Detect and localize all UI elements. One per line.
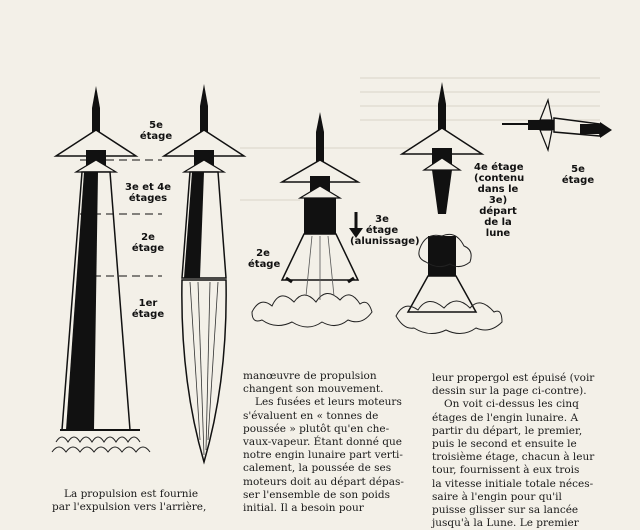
col3-line: puisse glisser sur sa lancée [432,504,579,517]
label-r3-stage2: 2e étage [248,248,281,270]
text-column-3: leur propergol est épuisé (voir dessin s… [432,372,610,530]
text-column-2: manœuvre de propulsion changent son mouv… [243,370,419,515]
label-r4-line2: (contenu [474,173,525,184]
label-stage2-num: 2e [141,232,155,243]
label-r4: 4e étage (contenu dans le 3e) départ de … [474,162,525,239]
label-r4-line5: départ [479,206,517,217]
label-r4-line6: de la [484,217,512,228]
col2-line: calement, la poussée de ses [243,462,392,475]
rocket-full [51,86,162,453]
label-r5-stage-num: 5e [571,164,585,175]
col3-line: On voit ci-dessus les cinq [444,398,579,411]
label-r3-stage2-num: 2e [256,248,270,259]
label-stage1-num: 1er [138,298,158,309]
col3-line: saire à l'engin pour qu'il [432,490,562,503]
col2-line: changent son mouvement. [243,383,384,396]
col2-line: poussée » plutôt qu'en che- [243,422,390,435]
label-r3-stage3-note: (alunissage) [350,236,420,247]
label-r3-stage3-num: 3e [375,214,389,225]
col3-line: dessin sur la page ci-contre). [432,385,587,398]
label-r3-stage3-word: étage [365,225,399,236]
label-stage5: 5e étage [136,120,176,142]
label-stage34-word: étages [128,193,168,204]
col3-line: la vitesse initiale totale néces- [432,477,594,490]
label-r4-line4: 3e) [488,195,508,206]
descent-arrow [349,212,363,238]
label-r4-line1: 4e étage [474,162,524,173]
col3-line: troisième étage, chacun à leur [432,451,595,464]
col2-line: initial. Il a besoin pour [243,502,364,515]
col2-line: notre engin lunaire part verti- [243,449,403,462]
bleed-through-text [240,77,600,201]
book-page: 5e étage 3e et 4e étages 2e étage 1er ét… [51,77,612,529]
label-r5-stage-word: étage [561,175,595,186]
rocket-exhaust [161,84,247,465]
label-r5-stage: 5e étage [560,164,596,186]
label-r3-stage3: 3e étage (alunissage) [350,214,420,247]
label-r4-line7: lune [485,228,511,239]
col3-line: jusqu'à la Lune. Le premier [432,517,579,530]
col3-line: leur propergol est épuisé (voir [432,372,595,384]
label-stage5-word: étage [139,131,173,142]
label-stage2: 2e étage [128,232,168,254]
col2-line: ser l'ensemble de son poids [243,488,390,501]
col2-line: Les fusées et leurs moteurs [255,396,402,409]
label-stage34: 3e et 4e étages [118,182,178,204]
col2-line: vaux-vapeur. Étant donné que [243,436,402,449]
rocket-stages-illustration [51,77,612,465]
label-stage1: 1er étage [128,298,168,320]
rocket-horizontal [502,97,612,153]
label-stage2-word: étage [131,243,165,254]
rocket-departure [395,82,503,334]
col1-line: La propulsion est fournie [64,488,199,500]
col2-line: manœuvre de propulsion [243,370,377,382]
label-stage5-num: 5e [149,120,163,131]
col2-line: s'évaluent en « tonnes de [243,409,379,422]
text-column-1: La propulsion est fournie par l'expulsio… [52,488,230,514]
rocket-landing [251,112,373,328]
col3-line: puis le second et ensuite le [432,438,577,451]
label-r4-line3: dans le [477,184,519,195]
label-stage34-num: 3e et 4e [124,182,171,193]
col3-line: étages de l'engin lunaire. A [432,411,579,424]
col2-line: moteurs doit au départ dépas- [243,475,404,488]
col3-line: tour, fournissent à eux trois [432,464,580,477]
label-stage1-word: étage [131,309,165,320]
col3-line: partir du départ, le premier, [432,424,583,437]
col1-line: par l'expulsion vers l'arrière, [52,501,207,514]
label-r3-stage2-word: étage [248,259,281,270]
